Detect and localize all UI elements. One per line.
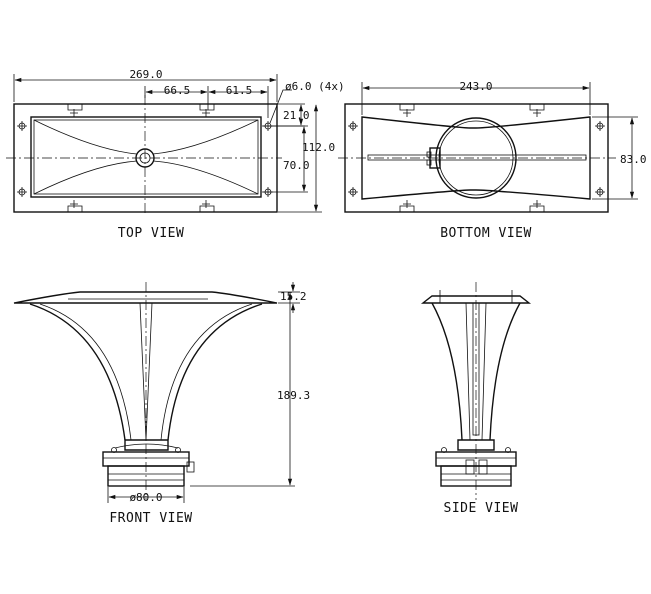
top-view-title: TOP VIEW bbox=[118, 226, 185, 241]
dim-top-overall-height: 112.0 bbox=[302, 141, 335, 154]
dim-top-inner-height: 70.0 bbox=[283, 159, 310, 172]
side-view-flange bbox=[420, 295, 532, 304]
dim-top-hole-spacing-outer: 61.5 bbox=[226, 84, 253, 97]
dim-front-flange: 15.2 bbox=[280, 290, 307, 303]
dim-front-height: 189.3 bbox=[277, 389, 310, 402]
bottom-view-title: BOTTOM VIEW bbox=[440, 226, 532, 241]
dim-front-throat-diameter: ø80.0 bbox=[129, 491, 162, 504]
front-view-flange bbox=[13, 291, 278, 304]
side-view-horn-body bbox=[431, 302, 521, 441]
dim-top-overall-width: 269.0 bbox=[129, 68, 162, 81]
front-view: 15.2 189.3 ø80.0 FRONT VIEW bbox=[13, 282, 310, 526]
side-view-title: SIDE VIEW bbox=[444, 501, 519, 516]
bottom-view-mounting-holes bbox=[348, 109, 605, 208]
dim-top-hole-offset: 21.0 bbox=[283, 109, 310, 122]
top-view-mouth-outline bbox=[30, 116, 262, 198]
bottom-view: 243.0 83.0 BOTTOM VIEW bbox=[338, 80, 647, 241]
bottom-view-slot bbox=[367, 154, 587, 161]
front-view-horn-body bbox=[29, 303, 263, 441]
side-view: SIDE VIEW bbox=[420, 282, 532, 516]
dim-top-hole-diameter: ø6.0 (4x) bbox=[285, 80, 345, 93]
dim-top-hole-spacing-inner: 66.5 bbox=[164, 84, 191, 97]
front-view-title: FRONT VIEW bbox=[109, 511, 192, 526]
dim-bottom-height: 83.0 bbox=[620, 153, 647, 166]
top-view: 269.0 66.5 61.5 ø6.0 (4x) 21.0 112.0 70.… bbox=[6, 68, 345, 241]
dim-bottom-width: 243.0 bbox=[459, 80, 492, 93]
